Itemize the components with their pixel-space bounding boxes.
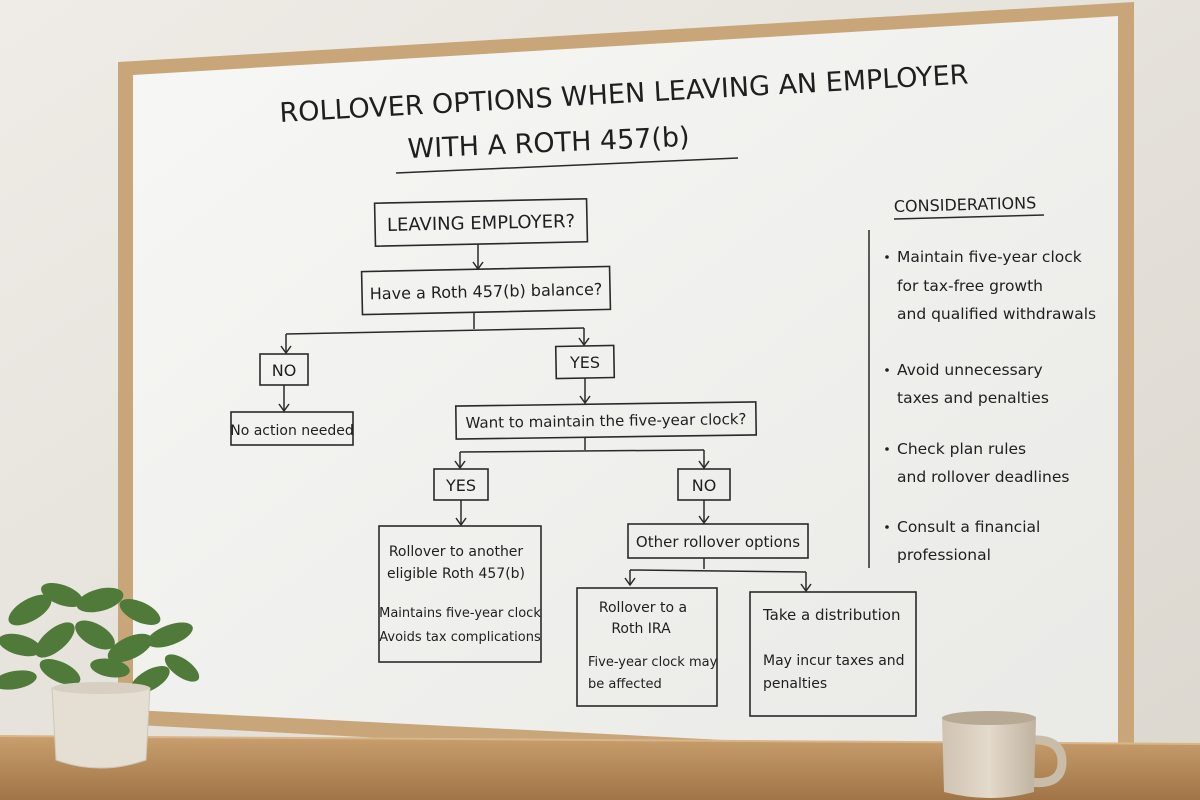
- consideration-item-2: Avoid unnecessary taxes and penalties: [885, 361, 1049, 407]
- bullet: [885, 447, 889, 451]
- distribution-note2: penalties: [763, 676, 827, 692]
- arrowhead: [578, 337, 590, 347]
- q1-box: [360, 265, 612, 316]
- start-label: LEAVING EMPLOYER?: [387, 211, 575, 236]
- branch-q1-bar: [285, 327, 585, 335]
- arrowhead: [800, 583, 812, 593]
- consideration-line: for tax-free growth: [897, 277, 1043, 295]
- bullet: [885, 255, 889, 259]
- mug-body: [942, 718, 1036, 798]
- no2-label: NO: [692, 476, 717, 495]
- arrowhead: [698, 515, 710, 525]
- consideration-line: professional: [897, 546, 991, 564]
- rollover-roth457-box: [378, 525, 542, 663]
- arrowhead: [455, 517, 467, 527]
- consideration-line: Avoid unnecessary: [897, 361, 1043, 379]
- q2-label: Want to maintain the five-year clock?: [465, 410, 746, 432]
- no1-label: NO: [272, 361, 297, 380]
- consideration-item-4: Consult a financial professional: [885, 518, 1040, 564]
- no-action-box: [230, 411, 354, 446]
- distribution-note1: May incur taxes and: [763, 653, 905, 669]
- rollover-roth457-note2: Avoids tax complications: [379, 630, 541, 645]
- consideration-line: Check plan rules: [897, 440, 1026, 458]
- rollover-roth457-line2: eligible Roth 457(b): [387, 566, 525, 582]
- roth-ira-box: [576, 587, 718, 707]
- q1-label: Have a Roth 457(b) balance?: [370, 280, 603, 304]
- no-action-label: No action needed: [230, 423, 354, 439]
- arrowhead: [579, 395, 591, 405]
- yes2-label: YES: [445, 476, 476, 495]
- consideration-line: Maintain five-year clock: [897, 248, 1082, 266]
- arrowhead: [624, 577, 636, 587]
- branch-other-bar: [629, 569, 807, 573]
- consideration-item-1: Maintain five-year clock for tax-free gr…: [885, 248, 1096, 323]
- other-options-label: Other rollover options: [636, 533, 800, 551]
- consideration-line: Consult a financial: [897, 518, 1040, 536]
- arrowhead: [278, 403, 290, 413]
- wooden-shelf: [0, 736, 1200, 800]
- plant-leaves: [0, 582, 200, 694]
- plant-pot: [51, 687, 151, 769]
- roth-ira-line1: Rollover to a: [599, 600, 687, 616]
- start-box: [373, 197, 589, 248]
- distribution-line1: Take a distribution: [762, 606, 900, 624]
- yes1-label: YES: [569, 353, 600, 372]
- distribution-box: [749, 591, 917, 717]
- arrowhead: [454, 460, 466, 470]
- rollover-roth457-note1: Maintains five-year clock: [379, 606, 541, 621]
- branch-q2-bar: [459, 449, 705, 453]
- title-underline: [395, 157, 739, 174]
- pot-rim: [52, 682, 150, 694]
- coffee-mug: [942, 711, 1067, 798]
- roth-ira-note1: Five-year clock may: [588, 655, 718, 670]
- other-options-box: [627, 523, 809, 559]
- considerations-underline: [893, 214, 1045, 220]
- arrowhead: [280, 345, 292, 355]
- roth-ira-line2: Roth IRA: [611, 621, 671, 637]
- potted-plant: [0, 582, 200, 769]
- yes1-box: [554, 344, 616, 380]
- q2-box: [454, 401, 758, 440]
- consideration-item-3: Check plan rules and rollover deadlines: [885, 440, 1069, 486]
- considerations-heading: CONSIDERATIONS: [894, 193, 1037, 216]
- mug-rim: [942, 711, 1036, 725]
- consideration-line: and rollover deadlines: [897, 468, 1069, 486]
- roth-ira-note2: be affected: [588, 677, 662, 692]
- consideration-line: and qualified withdrawals: [897, 305, 1096, 323]
- consideration-line: taxes and penalties: [897, 389, 1049, 407]
- arrowhead: [698, 460, 710, 470]
- bullet: [885, 525, 889, 529]
- mug-handle: [1029, 735, 1067, 788]
- bullet: [885, 368, 889, 372]
- rollover-roth457-line1: Rollover to another: [389, 544, 524, 560]
